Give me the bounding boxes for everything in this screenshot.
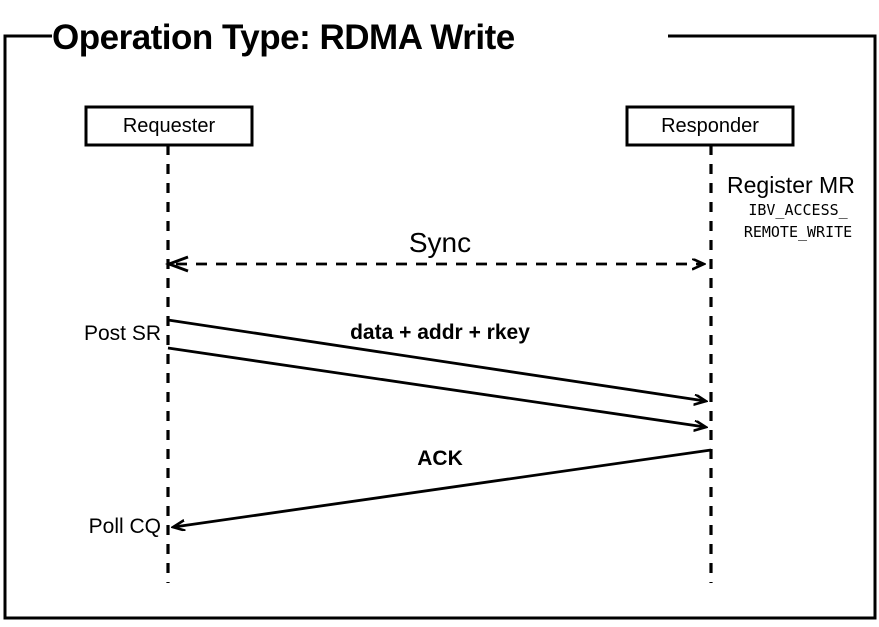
participant-label-responder: Responder <box>661 115 759 137</box>
message-label-data: data + addr + rkey <box>350 321 530 344</box>
annotation-register-mr-title: Register MR <box>727 172 855 198</box>
participant-label-requester: Requester <box>122 115 216 137</box>
message-arrow-sync <box>164 255 703 273</box>
annotation-access-flag-line-2: REMOTE_WRITE <box>743 223 853 241</box>
participant-box-responder <box>625 105 795 147</box>
message-arrow-ack <box>174 448 712 527</box>
annotation-access-flag-line-1: IBV_ACCESS_ <box>748 201 848 219</box>
message-arrow-data-2 <box>167 346 705 427</box>
diagram-frame <box>3 34 877 620</box>
message-label-ack: ACK <box>417 447 463 470</box>
action-label-post-sr: Post SR <box>83 322 161 345</box>
message-label-sync: Sync <box>408 227 472 258</box>
message-arrow-data-1 <box>167 318 705 401</box>
diagram-title: Operation Type: RDMA Write <box>52 18 515 57</box>
action-label-poll-cq: Poll CQ <box>88 515 161 538</box>
